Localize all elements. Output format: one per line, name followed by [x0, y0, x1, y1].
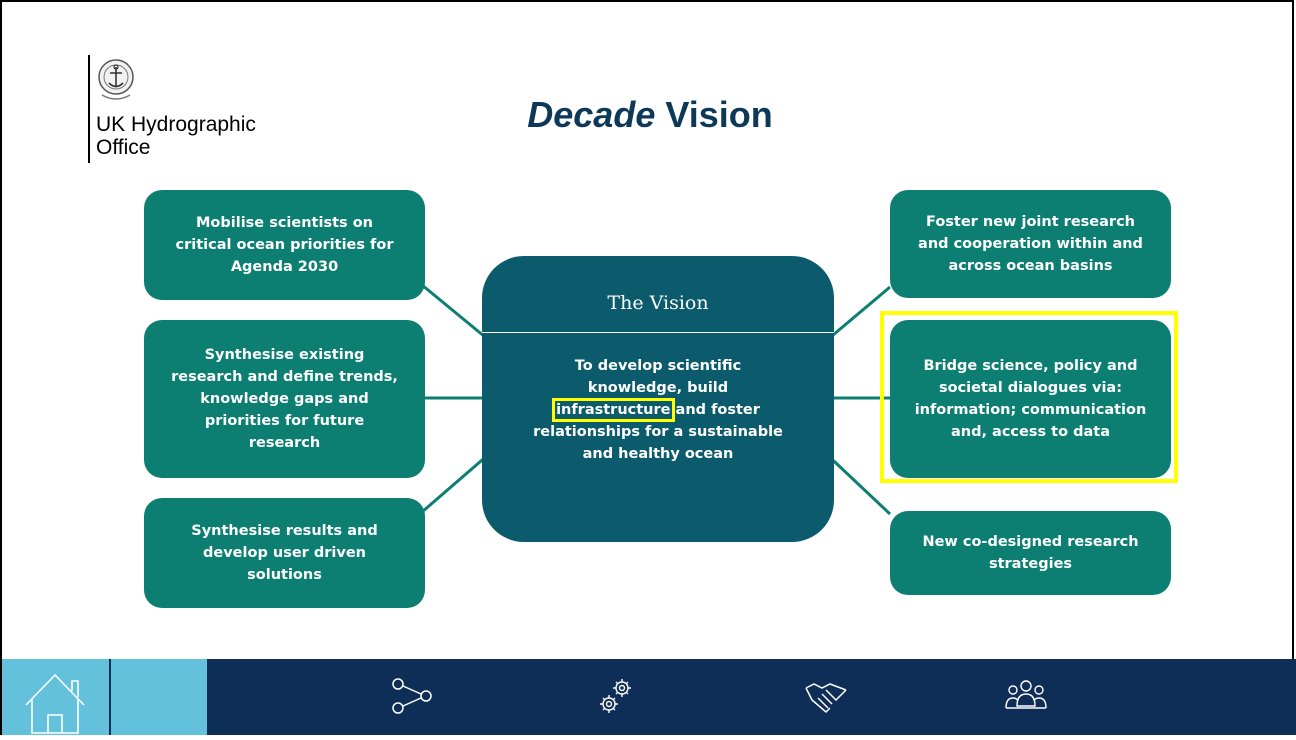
right-box-foster: Foster new joint research and cooperatio…: [890, 190, 1171, 298]
handshake-icon[interactable]: [804, 676, 848, 716]
gears-icon[interactable]: [596, 676, 640, 716]
highlight-frame: [880, 311, 1178, 483]
home-icon: [25, 673, 85, 734]
left-box-synthesise-results: Synthesise results and develop user driv…: [144, 498, 425, 608]
footer-light-panel: [111, 659, 207, 735]
right-box-text: Foster new joint research and cooperatio…: [918, 214, 1143, 274]
vision-highlight: infrastructure: [552, 398, 675, 422]
left-box-synthesise-research: Synthesise existing research and define …: [144, 320, 425, 478]
vision-center-box: The Vision To develop scientific knowled…: [482, 256, 834, 542]
title-italic: Decade: [527, 94, 656, 135]
people-group-icon[interactable]: [1004, 676, 1048, 716]
right-box-text: Bridge science, policy and societal dial…: [914, 358, 1147, 440]
left-box-text: Synthesise existing research and define …: [171, 347, 398, 451]
left-box-mobilise: Mobilise scientists on critical ocean pr…: [144, 190, 425, 300]
vision-text-before: To develop scientific knowledge, build: [574, 358, 742, 396]
right-box-text: New co-designed research strategies: [922, 534, 1139, 572]
right-box-new-strategies: New co-designed research strategies: [890, 511, 1171, 595]
home-button[interactable]: [0, 659, 109, 735]
vision-heading: The Vision: [607, 292, 709, 314]
logo-rule: [88, 55, 90, 163]
crest-icon: [98, 59, 134, 100]
vision-text-after: and foster relationships for a sustainab…: [533, 402, 783, 462]
title-rest: Vision: [655, 94, 773, 135]
right-box-bridge: Bridge science, policy and societal dial…: [890, 320, 1171, 478]
page-title: Decade Vision: [470, 94, 830, 136]
left-box-text: Mobilise scientists on critical ocean pr…: [175, 215, 394, 275]
footer-bar: [0, 659, 1296, 735]
vision-text: To develop scientific knowledge, build i…: [532, 355, 784, 465]
vision-divider: [482, 332, 834, 333]
network-icon[interactable]: [390, 676, 434, 716]
logo-name-line2: Office: [96, 136, 151, 159]
left-box-text: Synthesise results and develop user driv…: [191, 523, 378, 583]
logo-name-line1: UK Hydrographic: [96, 113, 256, 136]
